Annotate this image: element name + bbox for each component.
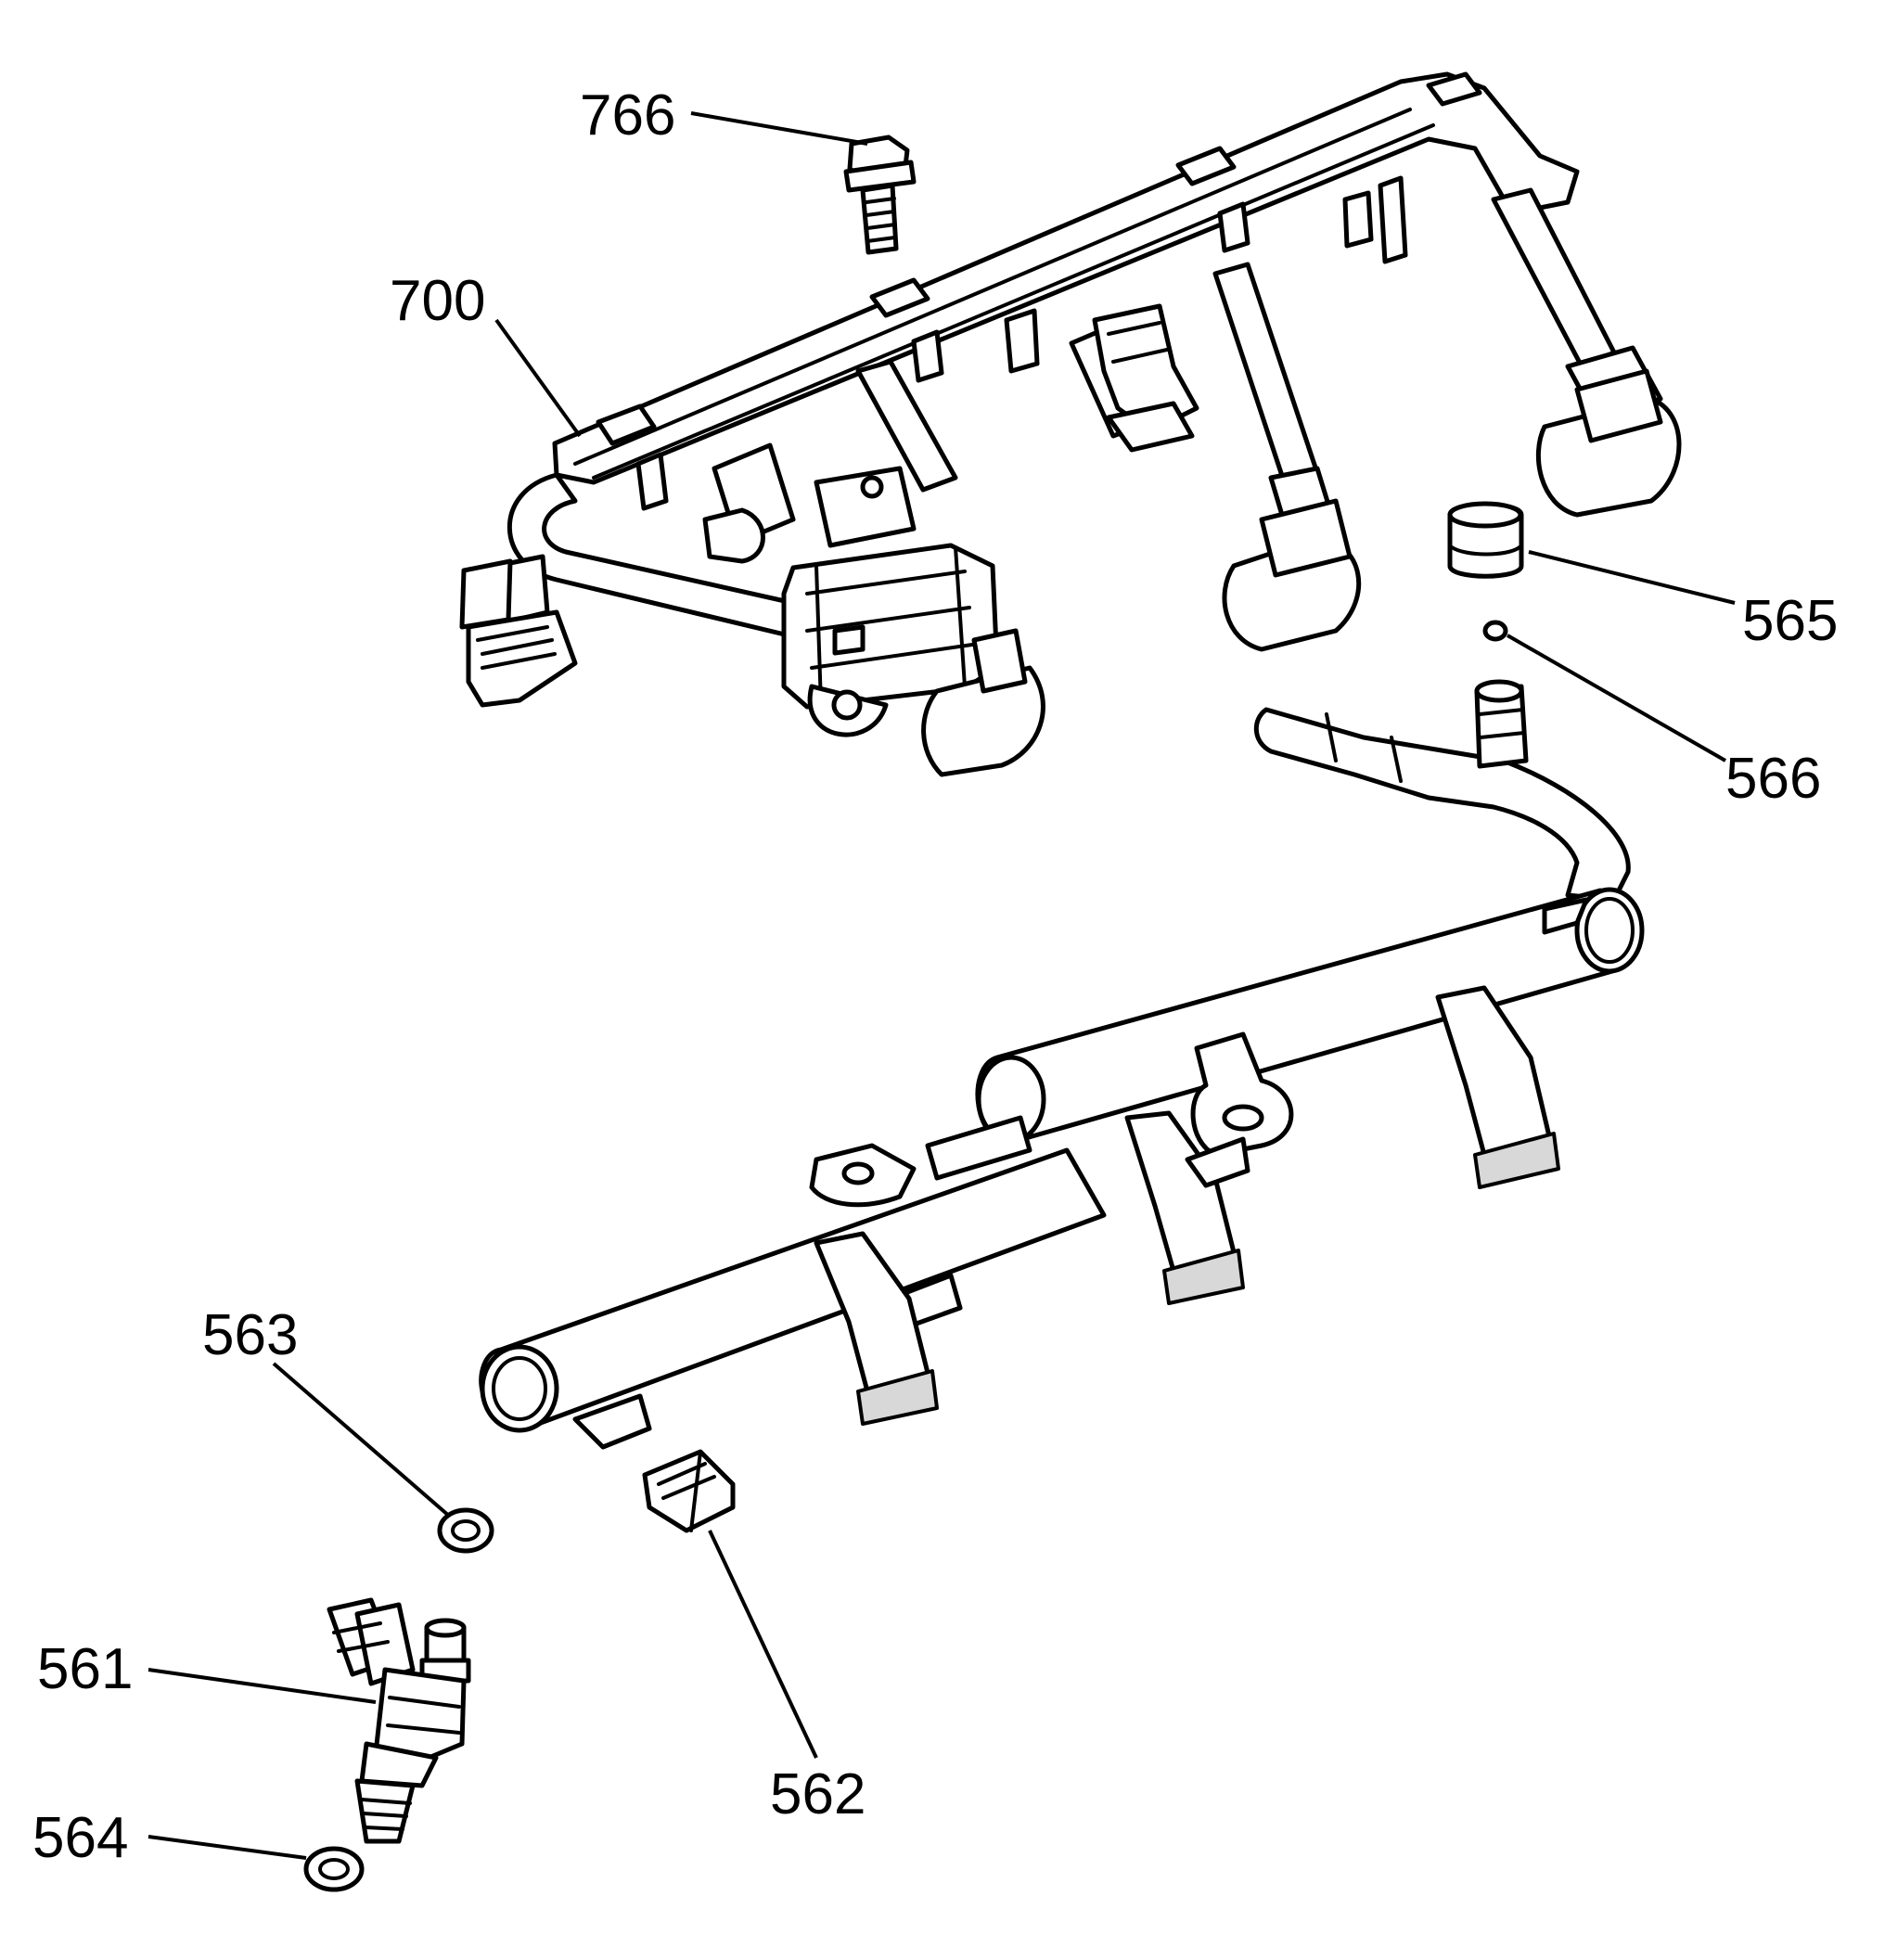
- fuel-injector-561: [327, 1597, 471, 1844]
- callout-562: 562: [770, 1762, 866, 1826]
- seal-566: [1482, 620, 1508, 642]
- leader-565: [1528, 550, 1736, 605]
- callout-561: 561: [37, 1637, 133, 1701]
- o-ring-564: [303, 1846, 365, 1892]
- o-ring-563: [437, 1507, 494, 1554]
- leader-564: [147, 1835, 307, 1860]
- leader-563: [272, 1362, 452, 1518]
- leader-766: [690, 111, 868, 146]
- callout-700: 700: [390, 269, 485, 333]
- fuel-rail: [479, 679, 1645, 1450]
- callout-563: 563: [202, 1303, 298, 1367]
- callout-566: 566: [1725, 747, 1821, 811]
- wiring-harness-700: [459, 71, 1682, 777]
- leader-566: [1507, 634, 1726, 762]
- leader-561: [147, 1668, 377, 1704]
- callout-565: 565: [1742, 589, 1838, 653]
- callout-564: 564: [32, 1806, 128, 1870]
- retainer-clip-562: [642, 1449, 736, 1533]
- callout-766: 766: [580, 83, 675, 147]
- leader-562: [708, 1530, 818, 1759]
- cap-565: [1447, 501, 1524, 579]
- leader-700: [494, 318, 582, 438]
- bolt-766: [843, 135, 917, 255]
